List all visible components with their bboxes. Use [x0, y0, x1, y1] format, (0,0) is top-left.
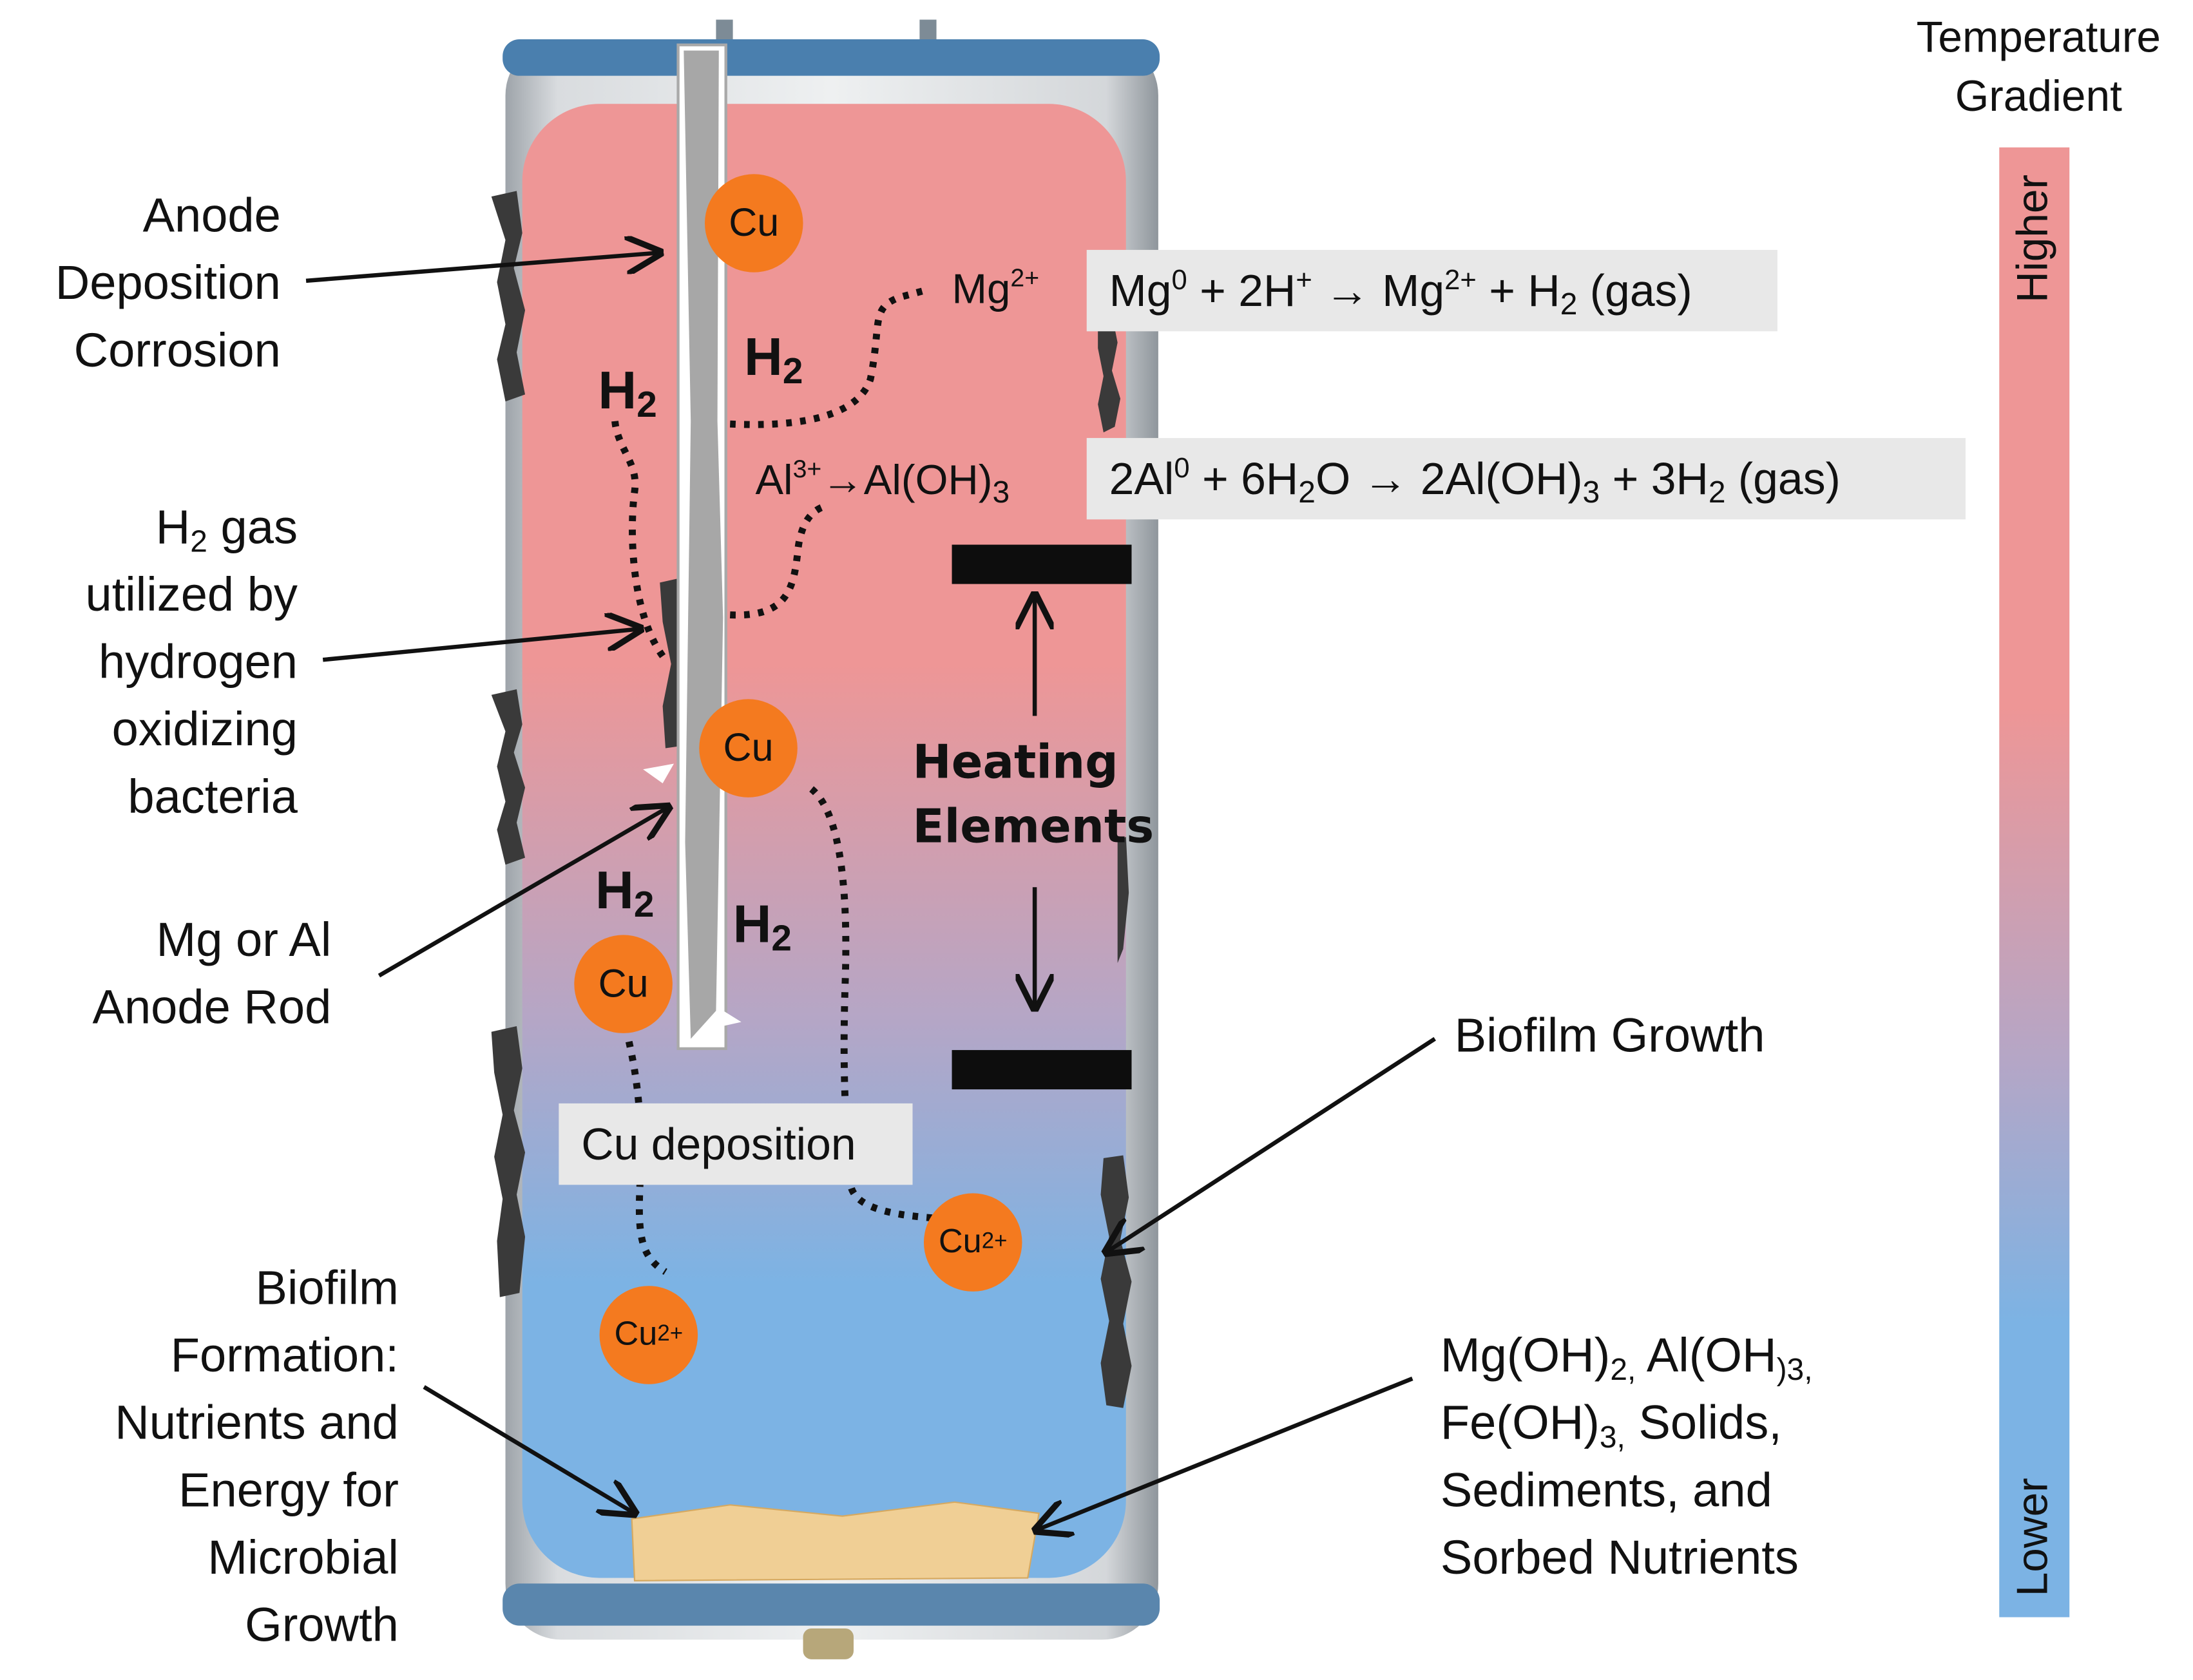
anode-rod-label: Mg or Al Anode Rod: [0, 907, 332, 1042]
h2-label-bottom-left: H2: [595, 862, 655, 926]
legend-title: Temperature Gradient: [1898, 8, 2179, 126]
cu-deposition-label: Cu deposition: [559, 1103, 913, 1185]
h2-label-line3: hydrogen: [99, 636, 298, 690]
anode-rod-line1: Mg or Al: [156, 913, 332, 968]
al-ion-label: Al3+→Al(OH)3: [755, 455, 1010, 510]
sediments-label: Mg(OH)2, Al(OH)3, Fe(OH)3, Solids, Sedim…: [1441, 1322, 1813, 1592]
legend-lower-label: Lower: [2007, 1478, 2057, 1597]
h2-label-bottom-right: H2: [733, 895, 792, 959]
legend-title-line1: Temperature: [1916, 12, 2161, 62]
anode-label-line3: Corrosion: [73, 324, 281, 378]
anode-label-line1: Anode: [142, 189, 281, 243]
legend-higher-label: Higher: [2007, 174, 2057, 303]
h2-label-line2: utilized by: [85, 568, 298, 622]
cu-particle-top: Cu: [704, 174, 803, 272]
biofilm-formation-line3: Nutrients and: [115, 1397, 399, 1451]
sediments-line4: Sorbed Nutrients: [1440, 1531, 1799, 1585]
migration-paths: [611, 285, 941, 1275]
lower-heating-element: [952, 1050, 1132, 1090]
h2-label-top-right: H2: [744, 328, 803, 392]
biofilm-formation-label: Biofilm Formation: Nutrients and Energy …: [0, 1255, 399, 1659]
anode-label-line2: Deposition: [55, 256, 281, 310]
legend-title-line2: Gradient: [1955, 72, 2122, 121]
cu-particle-middle: Cu: [699, 699, 798, 797]
h2-gas-line: H2 gas: [155, 501, 298, 559]
anode-rod-line2: Anode Rod: [92, 981, 332, 1035]
h2-label-line5: bacteria: [128, 770, 298, 825]
al-reaction-equation: 2Al0 + 6H2O → 2Al(OH)3 + 3H2 (gas): [1086, 437, 1966, 520]
biofilm-formation-line5: Microbial: [207, 1531, 399, 1585]
heating-elements-label: Heating Elements: [913, 730, 1154, 859]
sediments-line2: Fe(OH)3, Solids,: [1440, 1397, 1782, 1455]
biofilm-formation-line2: Formation:: [170, 1329, 399, 1383]
heating-elements-line2: Elements: [912, 798, 1154, 854]
pointer-arrows: [305, 253, 1436, 1530]
sediments-line3: Sediments, and: [1440, 1464, 1772, 1518]
cu-particle-lower: Cu: [574, 935, 673, 1033]
mg-ion-label: Mg2+: [952, 263, 1040, 313]
h2-label-line4: oxidizing: [111, 703, 298, 757]
biofilm-formation-line4: Energy for: [178, 1464, 399, 1518]
temperature-gradient-bar: [1999, 147, 2070, 1618]
sediment-layer: [631, 1501, 1040, 1581]
sediments-line1: Mg(OH)2, Al(OH)3,: [1440, 1329, 1813, 1388]
upper-heating-element: [952, 544, 1132, 584]
biofilm-formation-line1: Biofilm: [255, 1262, 399, 1315]
h2-utilized-label: H2 gas utilized by hydrogen oxidizing ba…: [0, 494, 298, 831]
biofilm-growth-label: Biofilm Growth: [1454, 1009, 1765, 1063]
h2-label-top-left: H2: [598, 362, 657, 426]
biofilm-formation-line6: Growth: [245, 1599, 399, 1652]
anode-rod: [643, 43, 742, 1051]
anode-deposition-label: Anode Deposition Corrosion: [0, 182, 281, 385]
mg-reaction-equation: Mg0 + 2H+ → Mg2+ + H2 (gas): [1086, 249, 1777, 332]
heating-elements-line1: Heating: [912, 734, 1118, 789]
